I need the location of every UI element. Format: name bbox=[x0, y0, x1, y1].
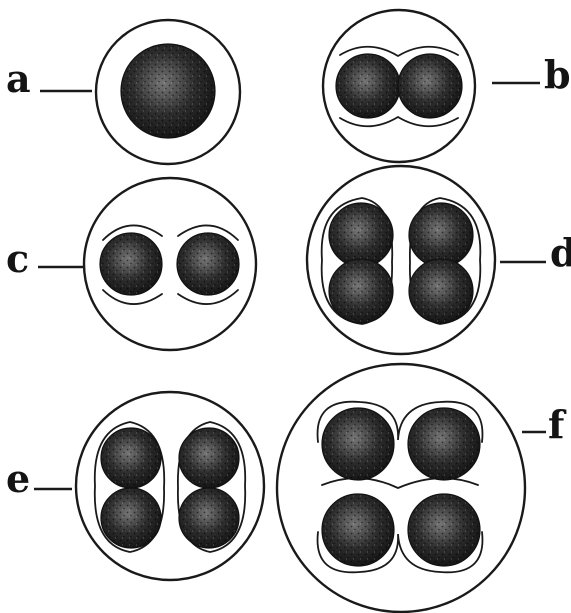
cell-c1 bbox=[100, 233, 162, 295]
panel-e: e bbox=[6, 392, 264, 580]
cell-b1 bbox=[336, 54, 400, 118]
cell-c2 bbox=[177, 233, 239, 295]
panel-label-f: f bbox=[548, 402, 567, 447]
cell-f4 bbox=[408, 494, 480, 566]
panel-b: b bbox=[323, 10, 571, 162]
cell-d1 bbox=[329, 203, 393, 267]
cell-d2 bbox=[409, 203, 473, 267]
cell-b2 bbox=[398, 54, 462, 118]
cell-e4 bbox=[179, 488, 239, 548]
panel-c: c bbox=[6, 178, 256, 350]
cell-d3 bbox=[329, 259, 393, 323]
panel-label-e: e bbox=[6, 456, 30, 501]
panel-label-d: d bbox=[550, 230, 571, 275]
cell-envelope-f bbox=[277, 364, 525, 612]
panel-label-a: a bbox=[6, 56, 31, 101]
cell-d4 bbox=[409, 259, 473, 323]
cell-e1 bbox=[101, 428, 161, 488]
cell-f3 bbox=[322, 494, 394, 566]
cell-f2 bbox=[408, 408, 480, 480]
panel-a: a bbox=[6, 20, 240, 164]
panel-label-b: b bbox=[544, 52, 571, 97]
cell-a1 bbox=[121, 44, 215, 138]
cell-e2 bbox=[179, 428, 239, 488]
panel-label-c: c bbox=[6, 236, 29, 281]
panel-f: f bbox=[277, 364, 567, 612]
cell-e3 bbox=[101, 488, 161, 548]
cell-envelope-d bbox=[307, 166, 495, 354]
panel-d: d bbox=[307, 166, 571, 354]
cell-f1 bbox=[322, 408, 394, 480]
cell-envelope-e bbox=[76, 392, 264, 580]
